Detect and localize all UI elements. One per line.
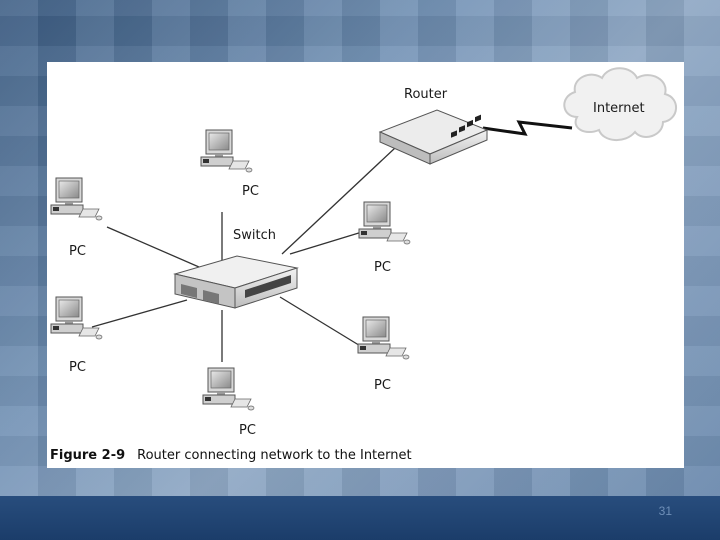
pc-left-lower-icon (50, 296, 103, 340)
pc-right-upper-label: PC (374, 260, 391, 275)
router-icon (378, 109, 489, 165)
pc-left-lower-label: PC (69, 360, 86, 375)
pc-left-upper-icon (50, 177, 103, 221)
switch-label: Switch (233, 228, 276, 243)
figure-panel: Internet Router Switch PC PC PC (47, 62, 684, 468)
pc-left-upper-label: PC (69, 244, 86, 259)
figure-caption: Figure 2-9 Router connecting network to t… (50, 448, 412, 463)
internet-cloud-icon (563, 67, 677, 141)
link-switch-router (281, 147, 396, 255)
page-number: 31 (658, 504, 672, 518)
switch-icon (173, 255, 299, 309)
figure-caption-text: Router connecting network to the Interne… (137, 448, 412, 463)
pc-bottom-label: PC (239, 423, 256, 438)
pc-right-lower-icon (357, 316, 410, 360)
pc-top-label: PC (242, 184, 259, 199)
connection-lines (91, 147, 396, 362)
link-switch-pc-right-upper (289, 231, 363, 255)
slide-footer: 31 (0, 496, 720, 540)
router-label: Router (404, 87, 448, 102)
pc-right-upper-icon (358, 201, 411, 245)
internet-label: Internet (593, 101, 645, 116)
pc-top-icon (200, 129, 253, 173)
wan-link-bolt (482, 120, 573, 136)
figure-number: Figure 2-9 (50, 448, 126, 463)
pc-bottom-icon (202, 367, 255, 411)
link-switch-pc-right-lower (279, 296, 363, 348)
network-diagram: Internet Router Switch PC PC PC (50, 67, 677, 438)
link-switch-pc-left-lower (91, 299, 188, 328)
pc-right-lower-label: PC (374, 378, 391, 393)
